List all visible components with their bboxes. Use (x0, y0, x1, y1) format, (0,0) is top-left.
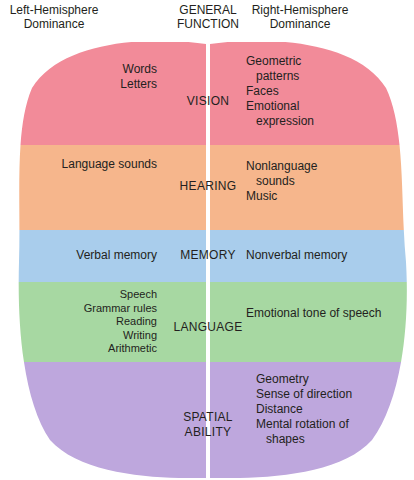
band-fill (0, 230, 414, 282)
function-text: Speech (84, 288, 157, 302)
function-text: Mental rotation of shapes (256, 417, 374, 447)
function-label: SPATIAL ABILITY (166, 410, 250, 440)
right-column: Emotional tone of speech (246, 306, 396, 321)
function-text: Words (120, 62, 157, 77)
function-text: Arithmetic (84, 342, 157, 356)
function-text: Emotional tone of speech (246, 306, 396, 321)
function-text: Geometric patterns (246, 54, 330, 84)
column-header: Right-Hemisphere Dominance (250, 3, 350, 31)
right-column: Nonlanguage soundsMusic (246, 159, 330, 204)
function-label-column: SPATIAL ABILITY (166, 410, 250, 440)
function-label-column: HEARING (166, 179, 250, 194)
function-text: Nonverbal memory (246, 248, 396, 263)
function-label: LANGUAGE (166, 320, 250, 335)
function-text: Reading (84, 315, 157, 329)
function-text: Sense of direction (256, 387, 374, 402)
function-text: Nonlanguage sounds (246, 159, 330, 189)
function-text: Faces (246, 84, 330, 99)
left-column: WordsLetters (120, 62, 157, 92)
function-text: Distance (256, 402, 374, 417)
function-text: Emotional expression (246, 99, 330, 129)
band-fill (0, 282, 414, 362)
function-label: HEARING (166, 179, 250, 194)
function-text: Verbal memory (76, 248, 157, 263)
function-band: WordsLettersVISIONGeometric patternsFace… (0, 42, 414, 145)
band-fill (0, 362, 414, 478)
function-text: Letters (120, 77, 157, 92)
function-band: Language soundsHEARINGNonlanguage sounds… (0, 145, 414, 230)
function-text: Writing (84, 329, 157, 343)
left-column: Verbal memory (76, 248, 157, 263)
right-column: GeometrySense of directionDistanceMental… (256, 372, 374, 447)
right-column: Geometric patternsFacesEmotional express… (246, 54, 330, 129)
band-shape (0, 42, 414, 145)
function-label-column: MEMORY (166, 248, 250, 263)
function-label: MEMORY (166, 248, 250, 263)
function-label-column: LANGUAGE (166, 320, 250, 335)
function-text: Music (246, 189, 330, 204)
right-column: Nonverbal memory (246, 248, 396, 263)
band-fill (0, 42, 414, 145)
function-band: Verbal memory MEMORYNonverbal memory (0, 230, 414, 282)
function-band: SpeechGrammar rulesReadingWritingArithme… (0, 282, 414, 362)
band-fill (0, 145, 414, 230)
function-text: Geometry (256, 372, 374, 387)
function-band: SPATIAL ABILITYGeometrySense of directio… (0, 362, 414, 478)
function-label-column: VISION (166, 94, 250, 109)
function-text: Grammar rules (84, 302, 157, 316)
column-header: Left-Hemisphere Dominance (4, 3, 104, 31)
left-column: Language sounds (62, 157, 157, 172)
left-column: SpeechGrammar rulesReadingWritingArithme… (84, 288, 157, 356)
function-text: Language sounds (62, 157, 157, 172)
column-header: GENERAL FUNCTION (166, 3, 250, 31)
function-label: VISION (166, 94, 250, 109)
